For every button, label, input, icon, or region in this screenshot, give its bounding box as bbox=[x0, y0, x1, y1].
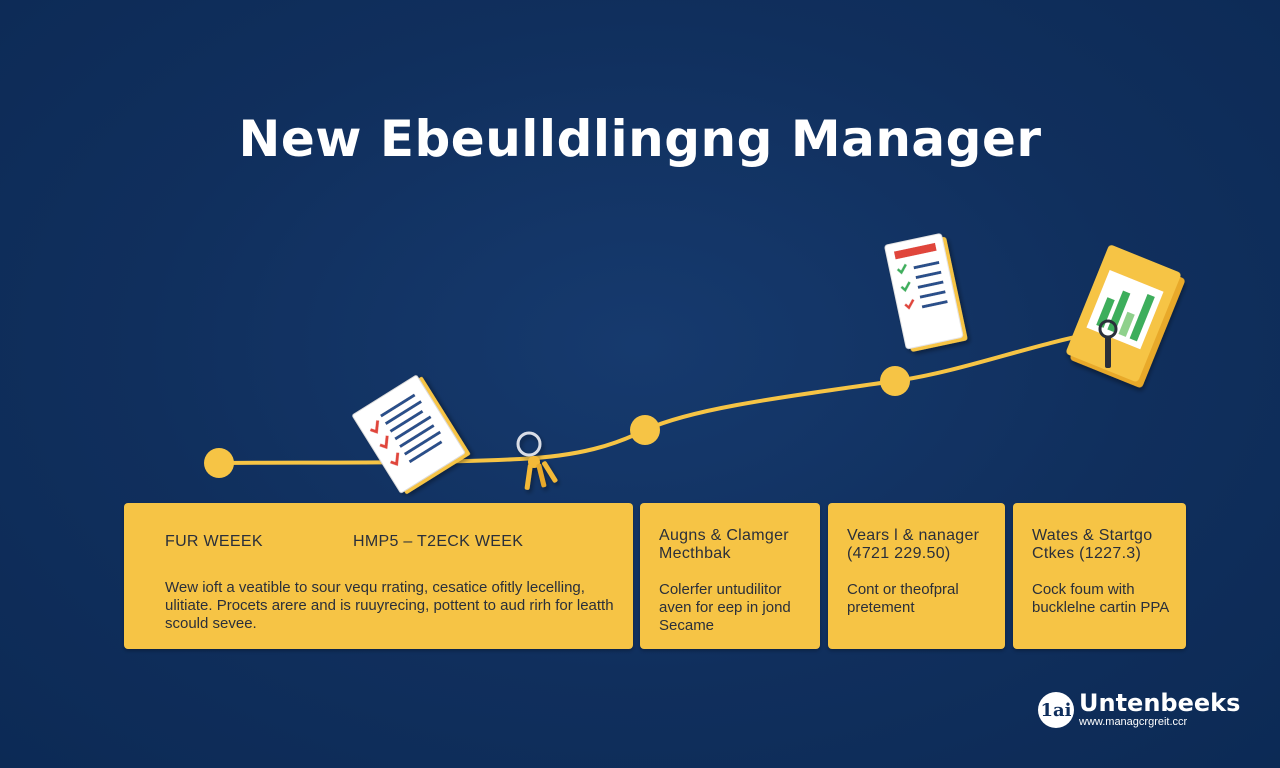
logo-name: Untenbeeks bbox=[1079, 689, 1241, 717]
timeline-node-3 bbox=[880, 366, 910, 396]
card-heading: Vears l & nanager (4721 229.50) bbox=[847, 527, 980, 562]
timeline-path bbox=[217, 331, 1097, 465]
card-heading: Wates & Startgo Ctkes (1227.3) bbox=[1032, 527, 1153, 562]
card-week: FUR WEEEK HMP5 – T2ECK WEEK Wew ioft a v… bbox=[124, 503, 633, 649]
timeline-node-1 bbox=[204, 448, 234, 478]
card-heading: FUR WEEEK bbox=[165, 533, 263, 550]
logo-url: www.managcrgreit.ccr bbox=[1079, 716, 1188, 728]
card-wates-startgo: Wates & Startgo Ctkes (1227.3) Cock foum… bbox=[1013, 503, 1186, 649]
card-body: Wew ioft a veatible to sour vequ rrating… bbox=[165, 579, 614, 632]
card-years-manager: Vears l & nanager (4721 229.50) Cont or … bbox=[828, 503, 1005, 649]
page-title: New Ebeulldlingng Manager bbox=[238, 110, 1042, 168]
card-body: Colerfer untudilitor aven for eep in jon… bbox=[659, 581, 791, 634]
card-heading-secondary: HMP5 – T2ECK WEEK bbox=[353, 533, 524, 550]
logo-mark: 1ai bbox=[1038, 692, 1074, 728]
checklist-document-icon bbox=[352, 375, 470, 494]
magnifier-icon bbox=[1098, 319, 1118, 368]
bar-chart-board-icon bbox=[1066, 245, 1185, 388]
keys-icon bbox=[516, 431, 558, 490]
card-body: Cont or theofpral pretement bbox=[847, 581, 959, 616]
card-body: Cock foum with bucklelne cartin PPA bbox=[1032, 581, 1170, 616]
clipboard-checklist-icon bbox=[884, 233, 968, 352]
timeline-node-2 bbox=[630, 415, 660, 445]
brand-logo: 1ai Untenbeeks www.managcrgreit.ccr bbox=[1038, 691, 1240, 729]
card-change-feedback: Augns & Clamger Mecthbak Colerfer untudi… bbox=[640, 503, 820, 649]
card-heading: Augns & Clamger Mecthbak bbox=[659, 527, 789, 562]
